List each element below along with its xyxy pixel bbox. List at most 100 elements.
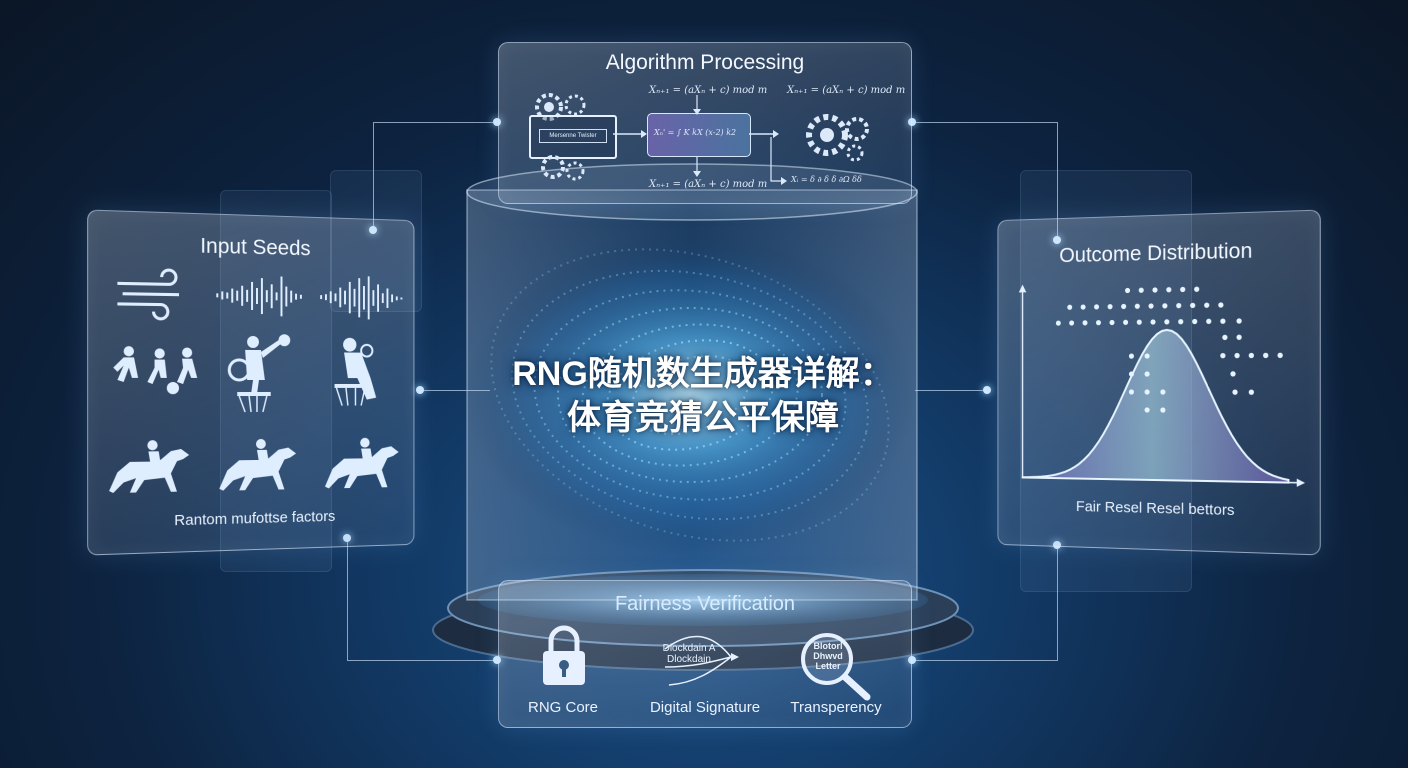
- distribution-dot: [1123, 319, 1129, 325]
- distribution-dot: [1095, 320, 1101, 326]
- mersenne-twister-box: Mersenne Twister: [529, 115, 617, 159]
- formula-bottom: Xₙ₊₁ = (aXₙ + c) mod m: [649, 179, 768, 190]
- distribution-dot: [1236, 318, 1242, 324]
- arrow-right-icon: [749, 130, 779, 138]
- connector-outcome-center: [915, 390, 987, 391]
- data-swirl-rings: [490, 248, 890, 542]
- distribution-chart: [1013, 284, 1306, 488]
- matrix-formula: Xₙ' = ∫ K kX (x-2) k2: [654, 128, 737, 137]
- distribution-dot: [1144, 407, 1150, 413]
- bell-curve: [1023, 329, 1289, 483]
- distribution-dot: [1144, 353, 1150, 359]
- horse-racing-icon: [324, 437, 399, 489]
- fairness-item-label-transparency: Transperency: [790, 699, 882, 716]
- swirl-ring: [533, 289, 847, 501]
- main-title-line1: RNG随机数生成器详解：: [512, 355, 894, 393]
- connector-node: [416, 386, 424, 394]
- algorithm-panel-title: Algorithm Processing: [605, 51, 805, 74]
- formula-top-left: Xₙ₊₁ = (aXₙ + c) mod m: [649, 85, 768, 96]
- connector-node: [493, 656, 501, 664]
- fairness-verification-panel: Fairness Verification Dlockdain A Dlockd…: [498, 580, 912, 728]
- swirl-ring: [630, 355, 750, 435]
- distribution-dot: [1248, 389, 1255, 395]
- distribution-dot: [1134, 303, 1140, 309]
- distribution-dot: [1178, 319, 1184, 325]
- background-ghost-panel: [330, 170, 422, 312]
- distribution-dot: [1080, 304, 1086, 310]
- distribution-dot: [1192, 318, 1198, 325]
- distribution-dot: [1180, 286, 1186, 293]
- background-ghost-panel: [220, 190, 332, 572]
- distribution-dot: [1107, 304, 1113, 310]
- distribution-dot: [1190, 302, 1196, 309]
- signature-inner-text: Dlockdain A Dlockdain: [662, 643, 716, 665]
- outcome-distribution-panel: Outcome Distribution Fair Resel Resel be…: [997, 209, 1321, 556]
- connector-input-fairness: [347, 538, 498, 661]
- sound-wave-icon: [317, 272, 402, 322]
- matrix-box: Xₙ' = ∫ K kX (x-2) k2: [647, 113, 751, 157]
- distribution-dot: [1109, 319, 1115, 326]
- distribution-dot: [1194, 286, 1200, 292]
- transparency-inner-text: Blotorl Dhwvd Letter: [813, 641, 843, 671]
- swirl-ring: [490, 248, 890, 542]
- chart-x-arrow: [1296, 478, 1306, 488]
- connector-node: [369, 226, 377, 234]
- gear-icon: [541, 155, 585, 181]
- distribution-dot: [1148, 303, 1154, 309]
- input-panel-caption: Rantom mufottse factors: [174, 508, 336, 530]
- gear-icon: [806, 114, 869, 162]
- signature-icon: [664, 635, 739, 686]
- connector-node: [908, 118, 916, 126]
- distribution-dot: [1236, 334, 1242, 340]
- distribution-dot: [1160, 407, 1166, 413]
- basketball-player-icon: [223, 334, 291, 415]
- main-title-line2: 体育竞猜公平保障: [567, 399, 839, 437]
- distribution-dot: [1151, 319, 1156, 325]
- fairness-item-label-rng-core: RNG Core: [527, 699, 598, 716]
- connector-node: [493, 118, 501, 126]
- connector-node: [1053, 236, 1061, 244]
- outcome-panel-title: Outcome Distribution: [1059, 239, 1253, 268]
- swirl-ring: [557, 307, 823, 483]
- swirl-ring: [581, 323, 799, 467]
- distribution-dot: [1277, 352, 1283, 359]
- connector-outcome-fairness: [912, 545, 1058, 661]
- distribution-dot: [1128, 389, 1134, 395]
- main-title: RNG随机数生成器详解： 体育竞猜公平保障: [468, 352, 938, 440]
- distribution-dot: [1220, 318, 1226, 324]
- swirl-ring: [606, 339, 774, 451]
- data-swirl: [465, 235, 915, 555]
- distribution-dot: [1230, 371, 1236, 377]
- connector-node: [1053, 541, 1061, 549]
- connector-node: [983, 386, 991, 394]
- distribution-dot: [1094, 304, 1100, 310]
- distribution-dot: [1232, 389, 1238, 395]
- mersenne-twister-label: Mersenne Twister: [539, 129, 607, 143]
- input-seeds-panel: Input Seeds: [87, 209, 415, 556]
- output-arrow-icon: [770, 137, 787, 185]
- distribution-dot: [1144, 371, 1150, 377]
- horse-racing-icon: [109, 440, 190, 494]
- arrow-down-icon: [693, 157, 701, 177]
- distribution-dot: [1069, 320, 1075, 326]
- formula-top-right: Xₙ₊₁ = (aXₙ + c) mod m: [787, 85, 906, 96]
- distribution-dot: [1136, 319, 1142, 325]
- fairness-item-label-digital-signature: Digital Signature: [649, 699, 761, 716]
- gear-icon: [535, 93, 586, 121]
- connector-algo-outcome: [912, 122, 1058, 241]
- connector-node: [908, 656, 916, 664]
- distribution-dot: [1082, 320, 1088, 326]
- distribution-dot: [1152, 287, 1157, 293]
- distribution-dot: [1222, 334, 1228, 341]
- distribution-dot: [1166, 287, 1172, 293]
- connector-input-algo: [373, 122, 499, 231]
- distribution-dot: [1218, 302, 1224, 308]
- algorithm-processing-panel: Algorithm Processing Xₙ₊₁ = (aXₙ + c) mo…: [498, 42, 912, 204]
- distribution-dot: [1138, 287, 1144, 293]
- distribution-dot: [1206, 318, 1212, 325]
- distribution-dot: [1220, 352, 1226, 359]
- distribution-dot: [1067, 304, 1073, 310]
- distribution-dot: [1055, 320, 1061, 326]
- distribution-dot: [1121, 303, 1127, 310]
- distribution-dot: [1128, 353, 1134, 359]
